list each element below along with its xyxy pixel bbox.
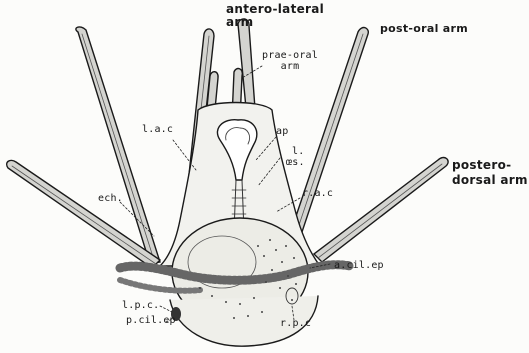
ap-label: ap [276,126,288,137]
oesophagus-label-line2: œs. [286,157,305,168]
lpc-label: l.p.c. [122,300,159,311]
acilep-label: a.cil.ep [334,260,384,271]
rpc-label: r.p.c [280,318,311,329]
pcilep-label: p.cil.ep [126,315,176,326]
prae-oral-arm-label-line2: arm [262,61,318,72]
postero-dorsal-arm-label-line1: postero- [452,158,528,173]
prae-oral-arm-label: prae-oral arm [262,50,318,72]
antero-lateral-arm-label: antero-lateral arm [226,3,324,29]
ech-label: ech. [98,193,123,204]
postero-dorsal-arm-label-line2: dorsal arm [452,173,528,188]
postero-dorsal-arm-label: postero- dorsal arm [452,158,528,188]
left-post-oral-arm [76,27,160,264]
rac-label: r.a.c [302,188,333,199]
post-oral-arm-label: post-oral arm [380,22,468,35]
lac-label: l.a.c [142,124,173,135]
oesophagus-label: l. œs. [286,146,305,168]
oesophagus-label-line1: l. [286,146,305,157]
antero-lateral-arm-label-line2: arm [226,16,324,29]
prae-oral-arm-label-line1: prae-oral [262,50,318,61]
